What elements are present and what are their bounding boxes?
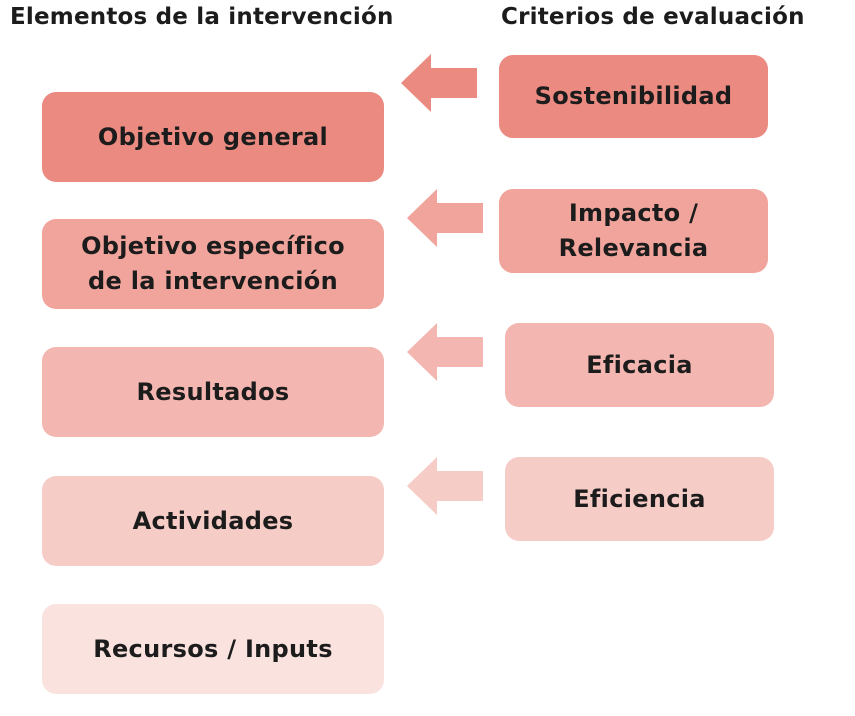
criterion-box-sostenibilidad: Sostenibilidad bbox=[499, 55, 768, 138]
elements-heading: Elementos de la intervención bbox=[10, 4, 394, 30]
arrow-shape bbox=[407, 323, 483, 381]
element-box-recursos-inputs: Recursos / Inputs bbox=[42, 604, 384, 694]
arrow-left-icon bbox=[407, 189, 483, 247]
arrow-left-icon bbox=[407, 457, 483, 515]
criteria-heading: Criterios de evaluación bbox=[501, 4, 805, 30]
element-box-objetivo-general: Objetivo general bbox=[42, 92, 384, 182]
element-box-actividades: Actividades bbox=[42, 476, 384, 566]
arrow-left-icon bbox=[407, 323, 483, 381]
criterion-box-impacto-relevancia: Impacto /Relevancia bbox=[499, 189, 768, 273]
criterion-box-eficacia: Eficacia bbox=[505, 323, 774, 407]
arrow-shape bbox=[407, 189, 483, 247]
criterion-box-eficiencia: Eficiencia bbox=[505, 457, 774, 541]
arrow-left-icon bbox=[401, 54, 477, 112]
element-box-resultados: Resultados bbox=[42, 347, 384, 437]
arrow-shape bbox=[401, 54, 477, 112]
arrow-shape bbox=[407, 457, 483, 515]
